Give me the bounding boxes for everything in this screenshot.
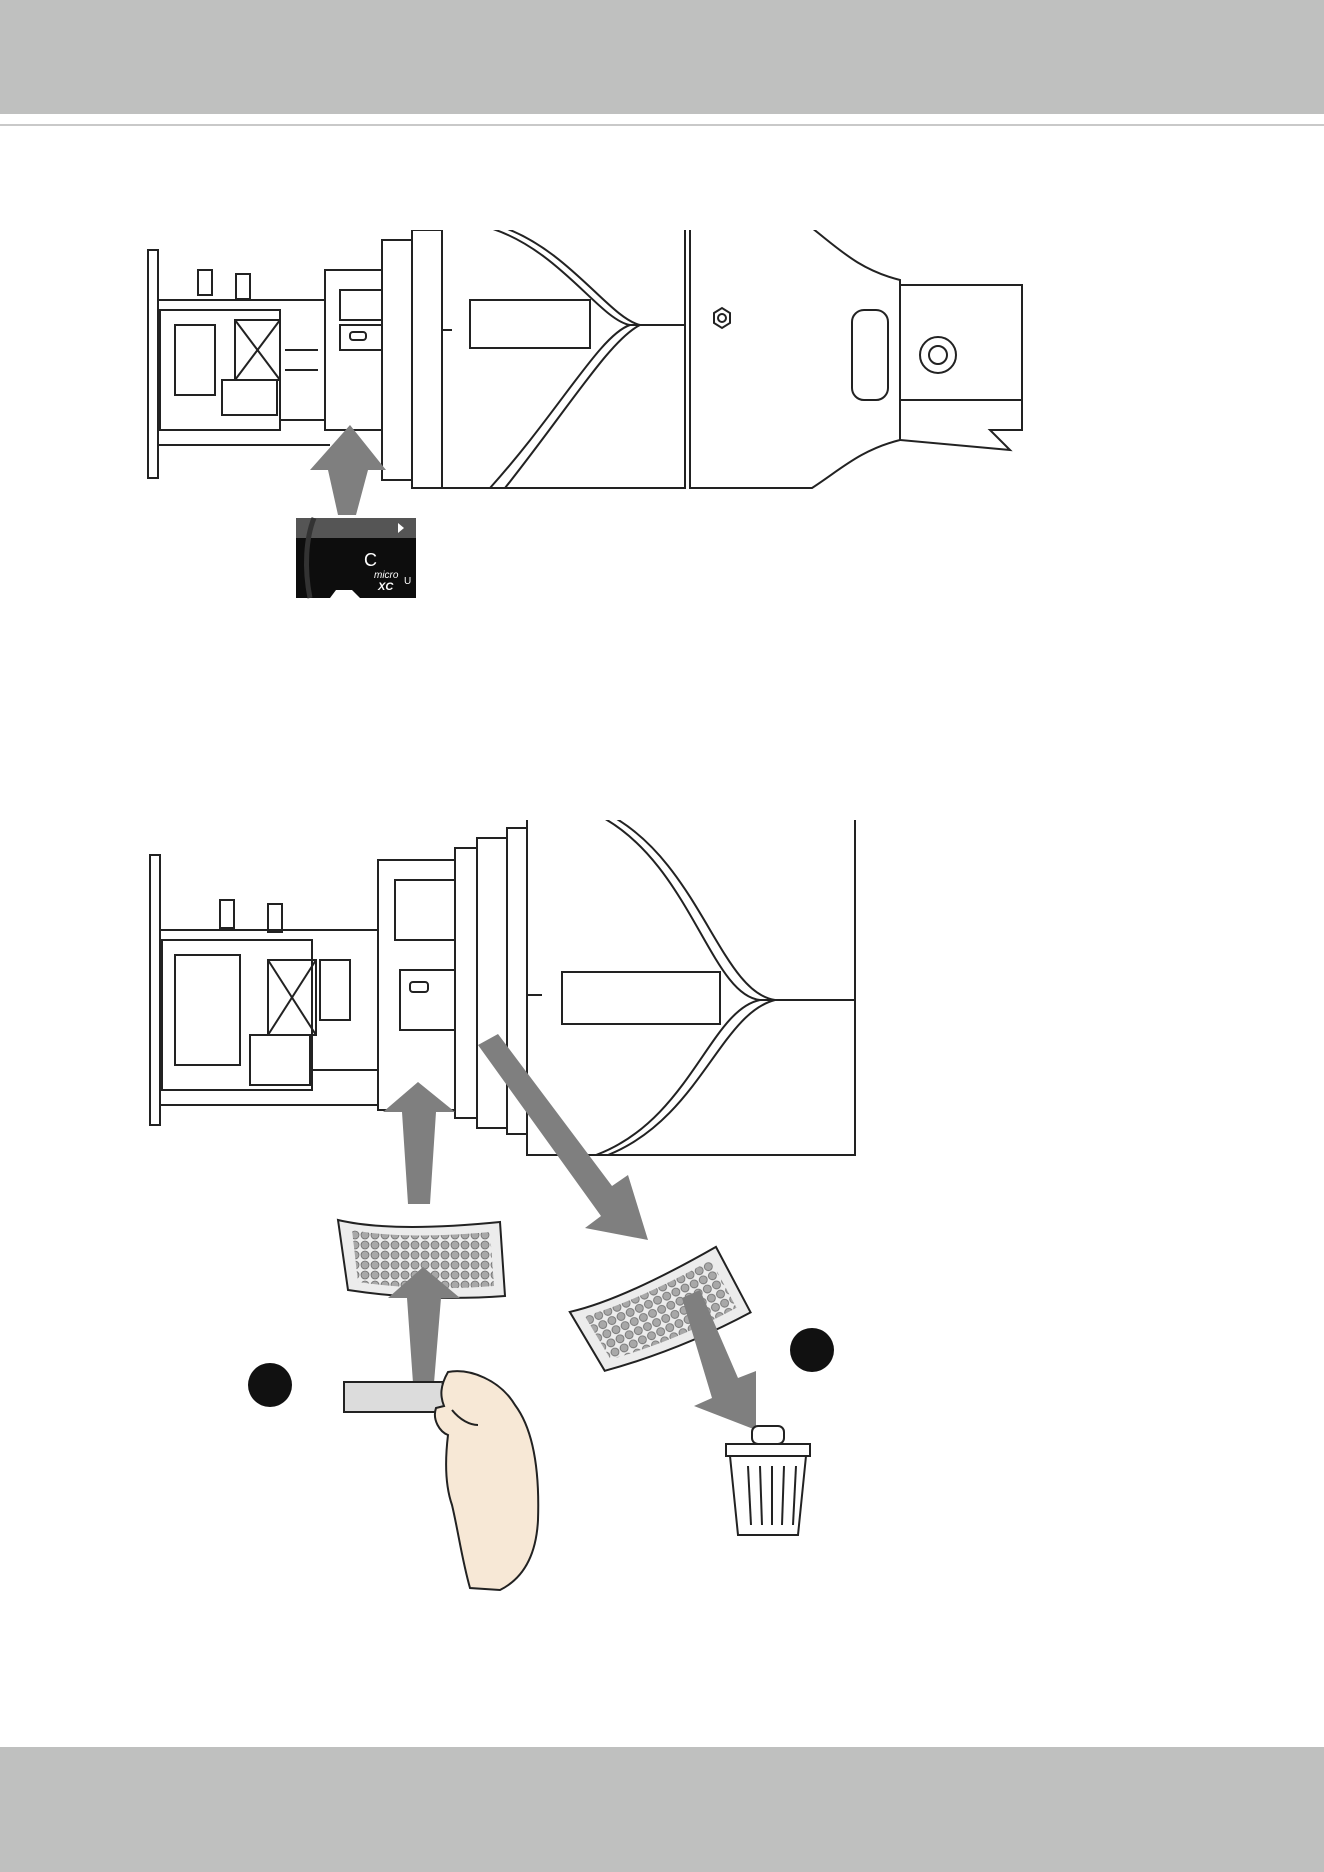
microsd-logo-line2: XC bbox=[377, 581, 394, 593]
footer-band bbox=[0, 1747, 1324, 1872]
header-band bbox=[0, 0, 1324, 114]
step-badge-1 bbox=[248, 1363, 292, 1407]
microsd-capacity-mark: C bbox=[364, 550, 377, 570]
camera-microsd-illustration: C micro XC U bbox=[0, 230, 1324, 630]
camera-body-rear bbox=[690, 230, 900, 488]
step-badge-2 bbox=[790, 1328, 834, 1372]
microsd-card: C micro XC U bbox=[296, 518, 416, 598]
camera-electronics bbox=[160, 310, 280, 430]
desiccant-replacement-illustration bbox=[0, 820, 1324, 1620]
header-rule bbox=[0, 124, 1324, 126]
camera-mount-bracket bbox=[900, 285, 1022, 450]
hand-icon bbox=[435, 1371, 538, 1590]
trash-bin-icon bbox=[726, 1426, 810, 1535]
microsd-uhs-mark: U bbox=[404, 576, 411, 587]
insert-arrow bbox=[310, 425, 386, 515]
camera-back-plate bbox=[150, 855, 160, 1125]
microsd-logo-line1: micro bbox=[374, 570, 399, 581]
camera-body-front bbox=[527, 820, 855, 1155]
camera-back-plate bbox=[148, 250, 158, 478]
camera-body-front bbox=[442, 230, 685, 488]
camera-electronics bbox=[162, 940, 312, 1090]
